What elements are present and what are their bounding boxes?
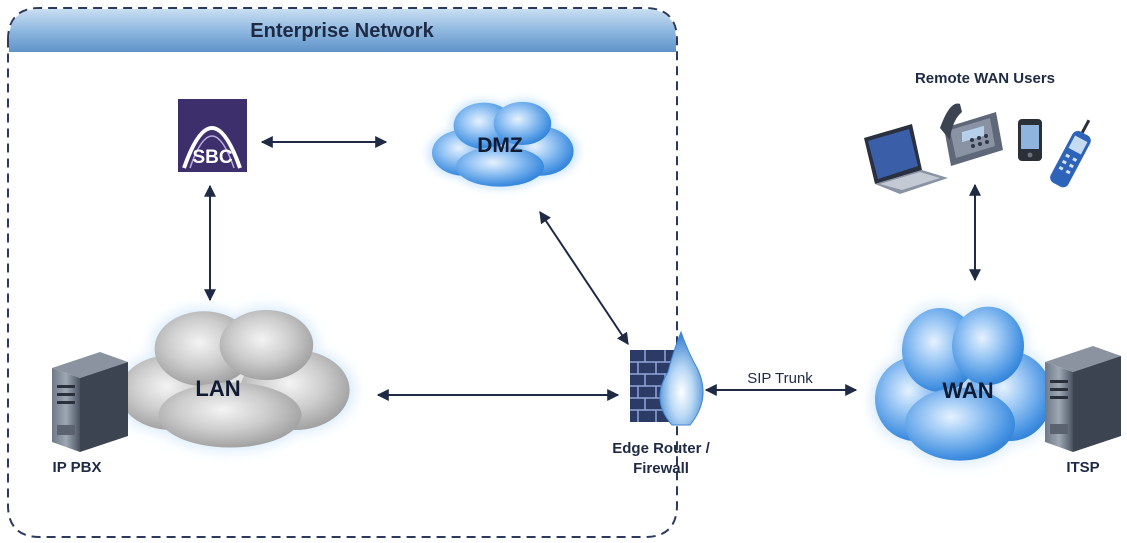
enterprise-title: Enterprise Network — [250, 20, 434, 42]
wan-cloud[interactable]: WAN — [870, 303, 1057, 464]
itsp-server-icon[interactable] — [1045, 346, 1121, 452]
edge-router-label-line2: Firewall — [633, 460, 689, 477]
firewall-icon[interactable] — [630, 330, 704, 426]
mobile-phone-icon[interactable] — [1048, 116, 1099, 189]
laptop-icon[interactable] — [864, 124, 948, 194]
sip-trunk-label: SIP Trunk — [747, 370, 813, 387]
ip-pbx-server-icon[interactable] — [52, 352, 128, 452]
smartphone-icon[interactable] — [1018, 119, 1042, 161]
dmz-firewall-link — [539, 211, 629, 345]
lan-label: LAN — [195, 376, 240, 401]
wan-label: WAN — [942, 378, 993, 403]
dmz-cloud[interactable]: DMZ — [427, 99, 579, 190]
ip-pbx-label: IP PBX — [53, 459, 102, 476]
enterprise-banner — [9, 9, 676, 52]
enterprise-network-boundary: Enterprise Network — [7, 7, 678, 538]
sbc-label: SBC — [192, 147, 232, 168]
lan-cloud[interactable]: LAN — [115, 307, 355, 451]
remote-wan-users-label: Remote WAN Users — [915, 70, 1055, 87]
itsp-label: ITSP — [1066, 459, 1099, 476]
flame-icon — [659, 330, 704, 426]
sbc-logo-icon[interactable]: SBC — [178, 99, 247, 172]
dmz-label: DMZ — [477, 134, 523, 157]
desk-phone-icon[interactable] — [940, 103, 1003, 167]
edge-router-label-line1: Edge Router / — [612, 440, 710, 457]
